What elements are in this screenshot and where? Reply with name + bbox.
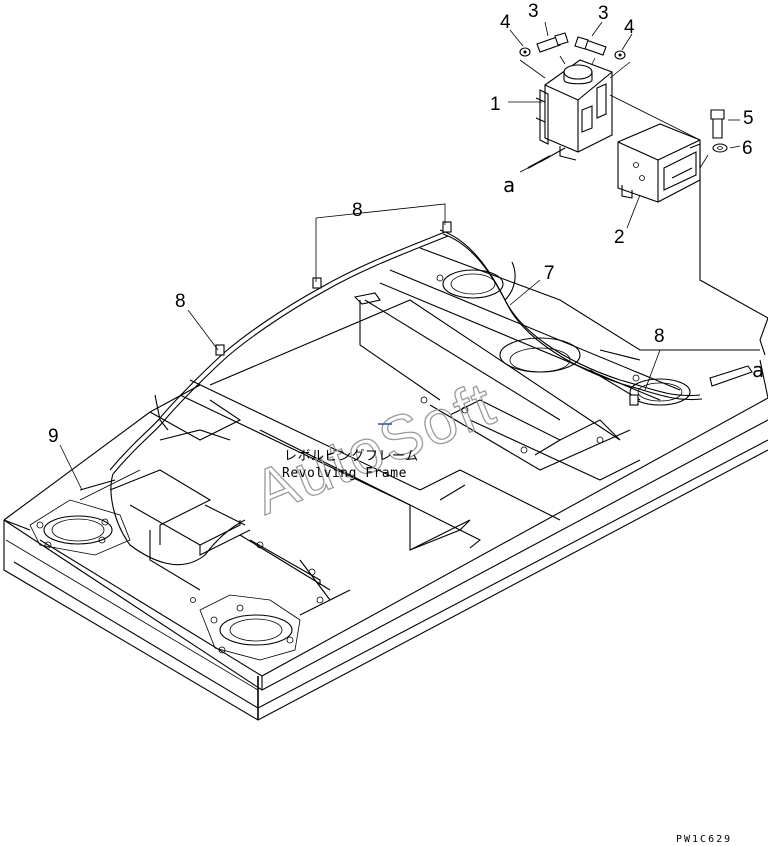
callout-5: 5 [743,108,754,129]
callout-4-right: 4 [624,17,635,38]
callout-8-left: 8 [175,291,186,312]
callout-8-top: 8 [352,200,363,221]
callout-1: 1 [490,94,501,115]
mounting-bracket [617,123,768,356]
frame-label-english: Revolving Frame [282,466,407,481]
callout-3-left: 3 [528,1,539,22]
revolving-frame [3,247,768,721]
fasteners [519,32,728,169]
wiring-harness [79,221,753,566]
callout-3-right: 3 [598,3,609,24]
callout-2: 2 [614,227,625,248]
connector-mark-a-right: a [752,358,764,382]
leader-lines [59,21,741,491]
labels: 1 2 3 3 4 4 5 6 7 8 8 8 9 a a レボルビングフレーム… [48,1,764,845]
callout-8-right: 8 [654,326,665,347]
frame-label-japanese: レボルビングフレーム [284,449,419,464]
callout-4-left: 4 [500,12,511,33]
drawing-code: PW1C629 [676,834,732,845]
callout-7: 7 [544,263,555,284]
reservoir-tank [519,59,613,173]
callout-6: 6 [742,138,753,159]
connector-mark-a-top: a [503,173,515,197]
callout-9: 9 [48,426,59,447]
